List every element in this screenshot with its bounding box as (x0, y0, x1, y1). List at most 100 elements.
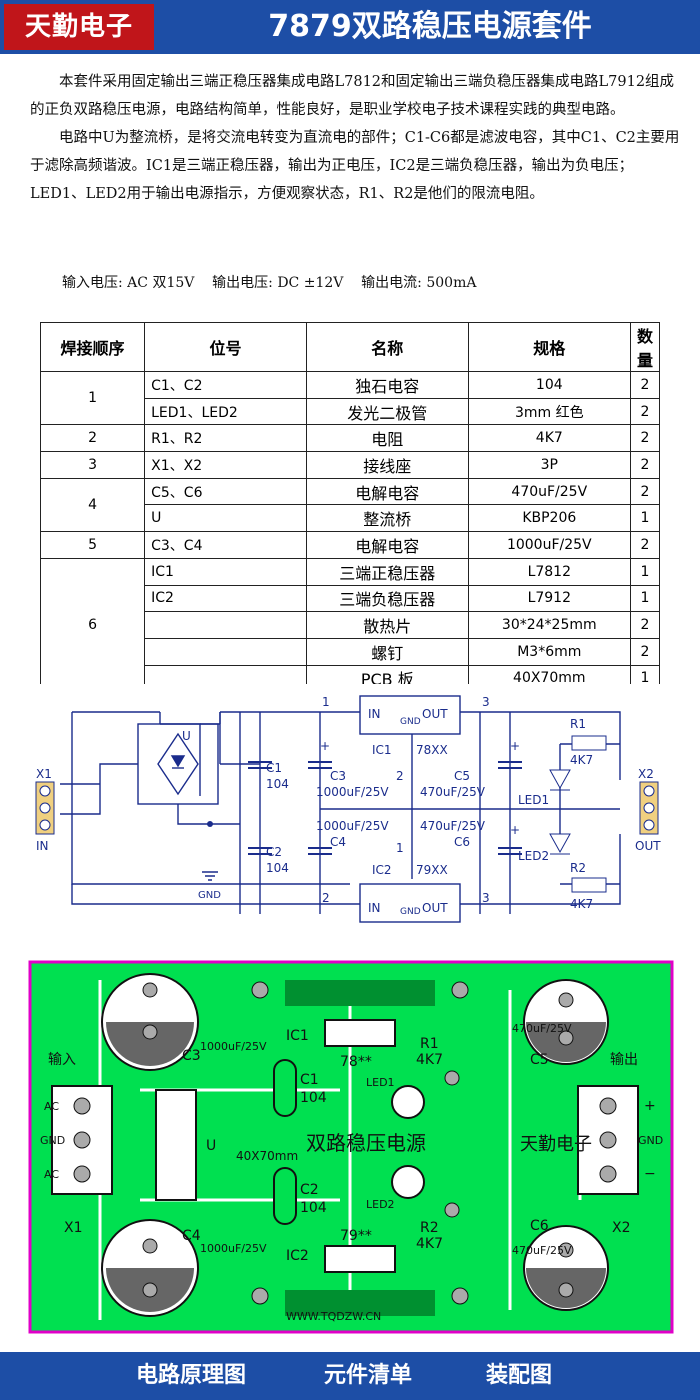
ic1-label: IC1 (286, 1028, 309, 1044)
cell-name: 电解电容 (305, 531, 469, 559)
cell-spec: M3*6mm (467, 637, 631, 666)
ic2-heatsink (285, 1290, 435, 1316)
cell-spec: 1000uF/25V (467, 531, 631, 559)
cell-spec: L7912 (467, 584, 631, 613)
cell-spec: 30*24*25mm (467, 611, 631, 639)
bom-table: 焊接顺序 位号 名称 规格 数量 1 C1、C2 独石电容 104 2 LED1… (39, 322, 661, 693)
r2-symbol (571, 877, 607, 893)
cell-qty: 2 (629, 371, 661, 399)
c5-label: C5 (454, 769, 470, 783)
cell-pos: IC1 (144, 557, 307, 586)
cell-qty: 1 (629, 504, 661, 533)
cell-pos: C1、C2 (144, 371, 307, 399)
ground-icon (202, 871, 218, 881)
u-label: U (182, 729, 191, 743)
capacitor-c4-icon (101, 1219, 199, 1317)
cell-pos: C5、C6 (144, 477, 307, 506)
pcb-svg: 输入 输出 X1 X2 AC GND AC + GND − U C3 1000u… (28, 960, 674, 1334)
col-qty: 数量 (629, 322, 661, 372)
rectifier-u-icon (155, 1089, 197, 1201)
ic2-type: 79** (340, 1228, 372, 1244)
c5-value: 470uF/25V (420, 785, 486, 799)
c3-label: C3 (330, 769, 346, 783)
r1-label: R1 (420, 1036, 439, 1052)
ic2-type: 79XX (416, 863, 448, 877)
gnd-label-2: GND (638, 1134, 663, 1147)
table-row: 螺钉 M3*6mm 2 (41, 637, 661, 666)
gnd-label-1: GND (40, 1134, 65, 1147)
ic1-type: 78** (340, 1054, 372, 1070)
led2-label: LED2 (518, 849, 549, 863)
cell-name: 螺钉 (305, 637, 469, 666)
ic1-icon (324, 1019, 396, 1047)
schematic-svg: X1 IN X2 OUT U GND C1 104 C2 104 C3 1000… (35, 695, 661, 923)
c4-label: C4 (330, 835, 346, 849)
x2-label: X2 (612, 1220, 631, 1236)
capacitor-c6-icon (523, 1225, 609, 1311)
plus-label: + (644, 1098, 656, 1114)
intro-paragraph-2: 电路中U为整流桥，是将交流电转变为直流电的部件；C1-C6都是滤波电容，其中C1… (30, 130, 680, 202)
u-label: U (206, 1138, 216, 1154)
footer-schematic-label: 电路原理图 (136, 1363, 247, 1388)
ic1-pin-gnd: GND (400, 717, 421, 727)
r1-symbol (571, 735, 607, 751)
header-bar: 天勤电子 7879双路稳压电源套件 (0, 0, 700, 54)
footer-bar: 电路原理图 元件清单 装配图 (0, 1352, 700, 1400)
table-row: U 整流桥 KBP206 1 (41, 504, 661, 533)
r2-label: R2 (570, 861, 586, 875)
node-2: 2 (322, 891, 330, 905)
c5-plus: + (510, 739, 520, 753)
table-row: 3 X1、X2 接线座 3P 2 (39, 451, 661, 479)
c1-icon (273, 1059, 297, 1117)
cell-pos: R1、R2 (144, 424, 307, 453)
bom-header-row: 焊接顺序 位号 名称 规格 数量 (39, 322, 661, 372)
table-row: LED1、LED2 发光二极管 3mm 红色 2 (41, 397, 661, 426)
node-3-top: 3 (482, 695, 490, 709)
out-label: OUT (635, 839, 661, 853)
col-name: 名称 (305, 322, 469, 372)
brand-logo: 天勤电子 (4, 4, 154, 50)
capacitor-symbols (248, 761, 522, 855)
intro-paragraph-1: 本套件采用固定输出三端正稳压器集成电路L7812和固定输出三端负稳压器集成电路L… (30, 74, 675, 118)
cell-spec: 4K7 (467, 424, 631, 453)
intro-text: 本套件采用固定输出三端正稳压器集成电路L7812和固定输出三端负稳压器集成电路L… (30, 68, 680, 208)
footer-bom-label: 元件清单 (324, 1363, 413, 1388)
cell-pos: U (144, 504, 307, 533)
cell-pos (144, 637, 307, 666)
node-3-bottom: 3 (482, 891, 490, 905)
r1-value: 4K7 (416, 1052, 443, 1068)
cell-name: 三端负稳压器 (305, 584, 469, 613)
cell-qty: 1 (629, 557, 661, 586)
ic2-icon (324, 1245, 396, 1273)
ic2-label: IC2 (372, 863, 392, 877)
cell-qty: 2 (629, 637, 661, 666)
ic1-type: 78XX (416, 743, 448, 757)
c2-value: 104 (266, 861, 289, 875)
c1-label: C1 (300, 1072, 319, 1088)
c1-value: 104 (300, 1090, 327, 1106)
cell-order: 4 (39, 477, 146, 533)
bom-table-panel: 焊接顺序 位号 名称 规格 数量 1 C1、C2 独石电容 104 2 LED1… (20, 312, 680, 693)
table-row: 6 IC1 三端正稳压器 L7812 1 (39, 557, 661, 693)
c6-label: C6 (530, 1218, 549, 1234)
ic1-pin-out: OUT (422, 707, 448, 721)
ic1-label: IC1 (372, 743, 392, 757)
c5-value: 470uF/25V (512, 1022, 572, 1035)
led2-icon (391, 1165, 425, 1199)
r2-value: 4K7 (416, 1236, 443, 1252)
capacitor-c5-icon (523, 979, 609, 1065)
led2-label: LED2 (366, 1198, 395, 1211)
footer-assembly-label: 装配图 (486, 1363, 553, 1388)
ic2-pin-out: OUT (422, 901, 448, 915)
cell-qty: 2 (629, 424, 661, 453)
cell-name: 接线座 (305, 451, 469, 479)
cell-pos: C3、C4 (144, 531, 307, 559)
led1-icon (391, 1085, 425, 1119)
cell-name: 电阻 (305, 424, 469, 453)
c2-label: C2 (266, 845, 282, 859)
c6-plus: + (510, 823, 520, 837)
terminal-pads (73, 1097, 617, 1183)
cell-pos: X1、X2 (144, 451, 307, 479)
table-row: 散热片 30*24*25mm 2 (41, 611, 661, 639)
pcb-url: WWW.TQDZW.CN (286, 1310, 381, 1323)
